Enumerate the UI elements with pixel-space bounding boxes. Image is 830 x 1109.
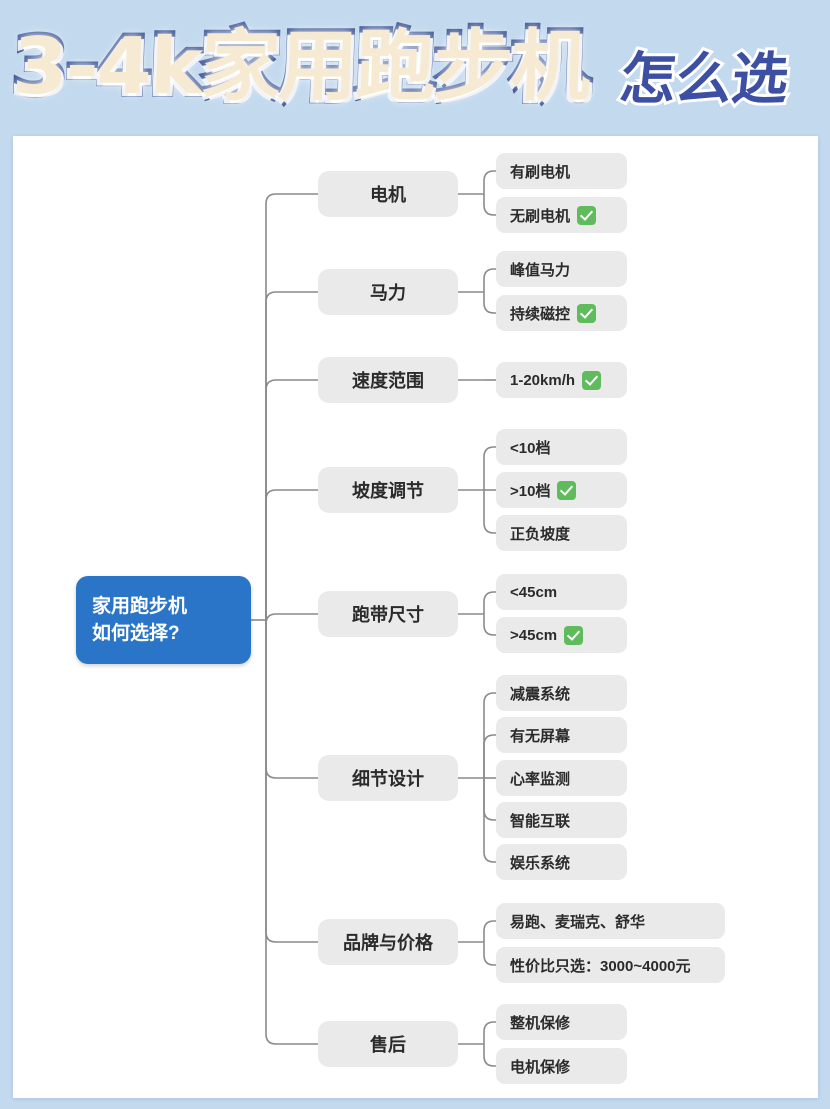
branch-node-1[interactable]: 电机 — [318, 171, 458, 217]
leaf-node-4-1[interactable]: <10档 — [496, 429, 627, 465]
poster-header: 3-4k家用跑步机 怎么选 — [0, 0, 830, 135]
leaf-label: 1-20km/h — [510, 371, 576, 389]
leaf-label: 整机保修 — [510, 1014, 571, 1032]
check-icon — [582, 370, 602, 390]
branch-node-7[interactable]: 品牌与价格 — [318, 919, 458, 965]
leaf-label: 易跑、麦瑞克、舒华 — [510, 913, 646, 931]
branch-label: 马力 — [370, 283, 406, 303]
leaf-label: <10档 — [510, 439, 551, 457]
leaf-label: >45cm — [510, 626, 558, 644]
check-icon — [557, 480, 577, 500]
leaf-label: 电机保修 — [510, 1058, 571, 1076]
branch-label: 细节设计 — [352, 769, 424, 789]
mindmap-canvas: 家用跑步机如何选择? 电机 有刷电机无刷电机马力 峰值马力持续磁控速度范围 1-20km… — [13, 136, 818, 1098]
leaf-node-4-2[interactable]: >10档 — [496, 472, 627, 508]
branch-label: 坡度调节 — [352, 481, 424, 501]
check-icon — [577, 205, 597, 225]
leaf-label: <45cm — [510, 583, 558, 601]
poster-title-sub: 怎么选 — [614, 44, 795, 115]
branch-node-2[interactable]: 马力 — [318, 269, 458, 315]
root-node[interactable]: 家用跑步机如何选择? — [76, 576, 251, 664]
branch-label: 品牌与价格 — [343, 933, 433, 953]
leaf-label: 有无屏幕 — [510, 727, 571, 745]
leaf-label: 正负坡度 — [510, 525, 571, 543]
leaf-node-6-4[interactable]: 智能互联 — [496, 802, 627, 838]
leaf-label: 性价比只选：3000~4000元 — [510, 957, 691, 975]
check-icon — [564, 625, 584, 645]
leaf-node-7-1[interactable]: 易跑、麦瑞克、舒华 — [496, 903, 725, 939]
leaf-node-5-1[interactable]: <45cm — [496, 574, 627, 610]
leaf-node-1-1[interactable]: 有刷电机 — [496, 153, 627, 189]
branch-node-4[interactable]: 坡度调节 — [318, 467, 458, 513]
leaf-label: 持续磁控 — [510, 305, 571, 323]
leaf-node-8-1[interactable]: 整机保修 — [496, 1004, 627, 1040]
branch-node-3[interactable]: 速度范围 — [318, 357, 458, 403]
branch-label: 售后 — [370, 1035, 406, 1055]
leaf-node-4-3[interactable]: 正负坡度 — [496, 515, 627, 551]
check-icon — [577, 303, 597, 323]
leaf-label: 娱乐系统 — [510, 854, 571, 872]
leaf-node-6-5[interactable]: 娱乐系统 — [496, 844, 627, 880]
leaf-node-5-2[interactable]: >45cm — [496, 617, 627, 653]
leaf-node-3-1[interactable]: 1-20km/h — [496, 362, 627, 398]
leaf-node-6-3[interactable]: 心率监测 — [496, 760, 627, 796]
leaf-node-6-2[interactable]: 有无屏幕 — [496, 717, 627, 753]
branch-node-8[interactable]: 售后 — [318, 1021, 458, 1067]
leaf-label: 减震系统 — [510, 685, 571, 703]
leaf-label: >10档 — [510, 482, 551, 500]
leaf-node-8-2[interactable]: 电机保修 — [496, 1048, 627, 1084]
leaf-node-1-2[interactable]: 无刷电机 — [496, 197, 627, 233]
leaf-label: 无刷电机 — [510, 207, 571, 225]
branch-label: 电机 — [370, 185, 406, 205]
branch-label: 速度范围 — [352, 371, 424, 391]
root-label-line2: 如何选择? — [92, 623, 180, 644]
leaf-label: 心率监测 — [510, 770, 571, 788]
leaf-node-7-2[interactable]: 性价比只选：3000~4000元 — [496, 947, 725, 983]
branch-label: 跑带尺寸 — [352, 605, 424, 625]
poster-title-main: 3-4k家用跑步机 — [7, 18, 593, 115]
branch-node-6[interactable]: 细节设计 — [318, 755, 458, 801]
leaf-label: 有刷电机 — [510, 163, 571, 181]
mindmap-card: 家用跑步机如何选择? 电机 有刷电机无刷电机马力 峰值马力持续磁控速度范围 1-20km… — [13, 136, 818, 1098]
branch-node-5[interactable]: 跑带尺寸 — [318, 591, 458, 637]
leaf-node-2-1[interactable]: 峰值马力 — [496, 251, 627, 287]
leaf-label: 峰值马力 — [510, 261, 571, 279]
leaf-node-6-1[interactable]: 减震系统 — [496, 675, 627, 711]
leaf-label: 智能互联 — [510, 812, 571, 830]
root-label-line1: 家用跑步机 — [92, 596, 188, 617]
leaf-node-2-2[interactable]: 持续磁控 — [496, 295, 627, 331]
